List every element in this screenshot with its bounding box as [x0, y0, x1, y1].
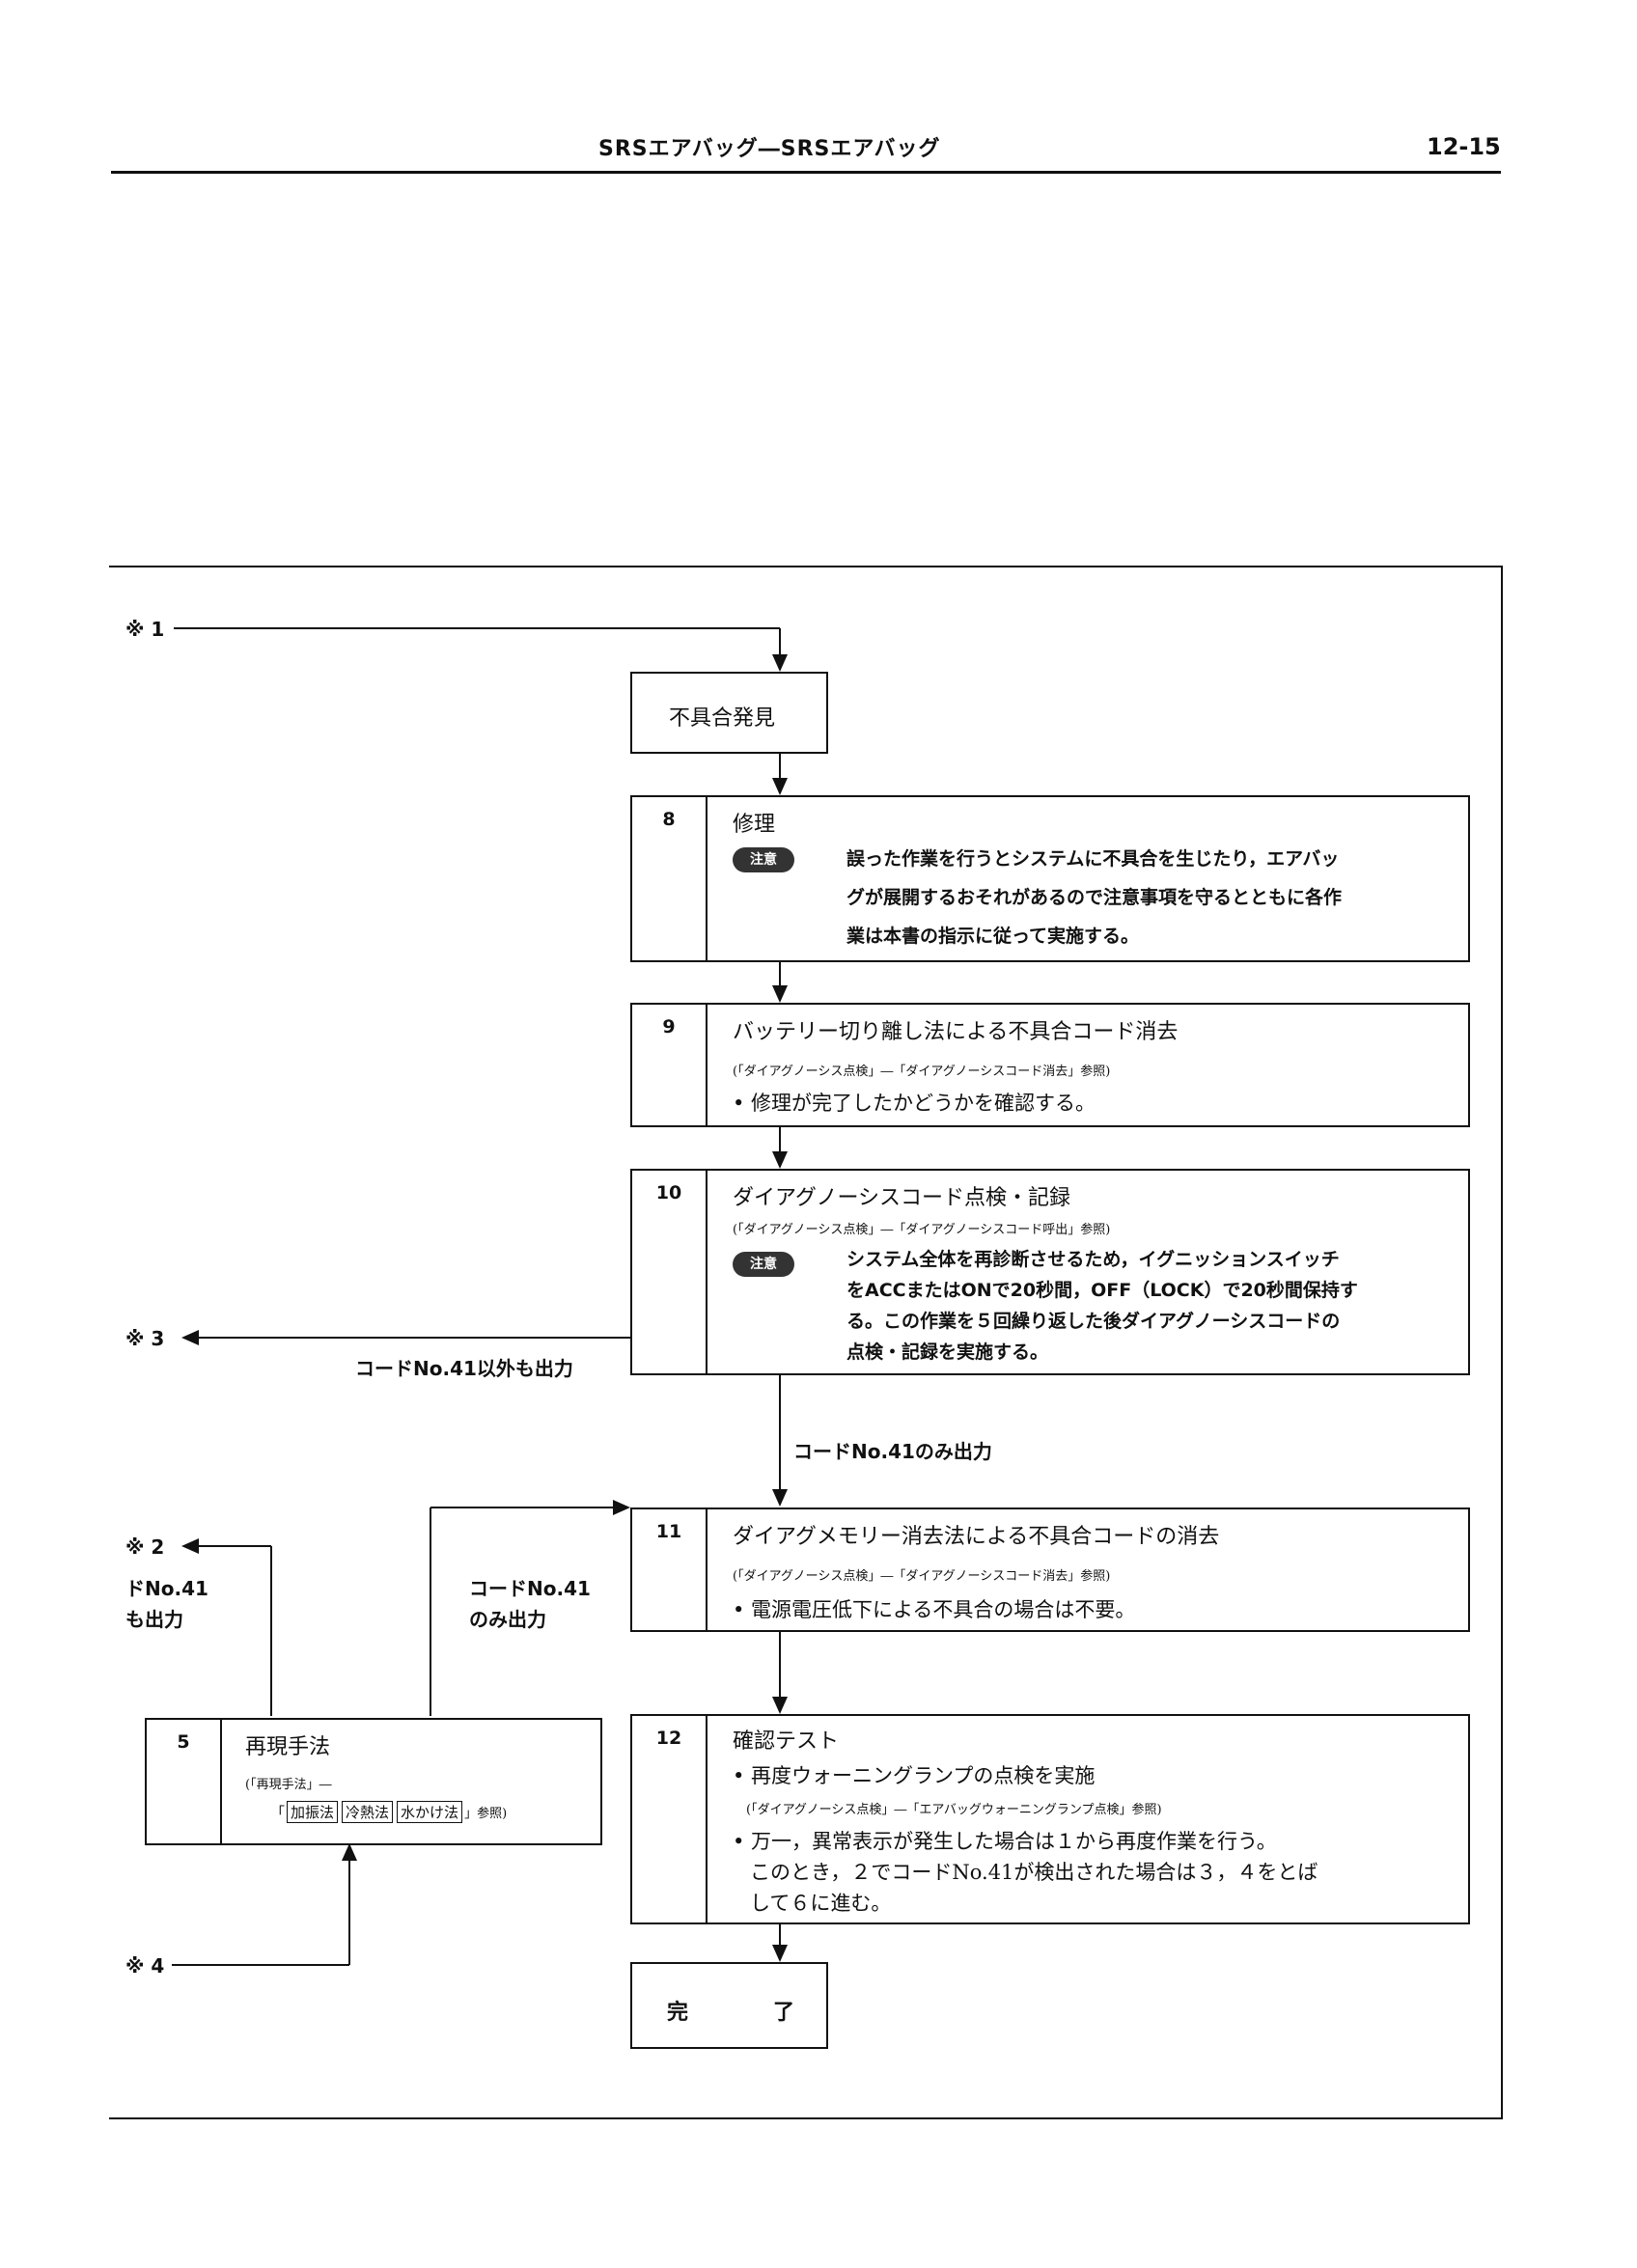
step-10-reference: (「ダイアグノーシス点検」―「ダイアグノーシスコード呼出」参照) — [733, 1223, 1111, 1237]
step-10-note-line: る。この作業を５回繰り返した後ダイアグノーシスコードの — [846, 1311, 1341, 1332]
step-12-title: 確認テスト — [733, 1729, 840, 1754]
label-left-41-line1: ドNo.41 — [125, 1577, 208, 1600]
step-11-number-cell: 11 — [632, 1509, 708, 1630]
step-5-reference-end: 」参照) — [464, 1807, 508, 1821]
step-8-number-cell: 8 — [632, 797, 708, 960]
step-12-bullet-2-line: このとき，２でコードNo.41が検出された場合は３，４をとば — [750, 1861, 1318, 1884]
step-9-bullet: • 修理が完了したかどうかを確認する。 — [733, 1092, 1096, 1115]
step-5-bracket-open: 「 — [270, 1804, 286, 1821]
step-10-box: 10 ダイアグノーシスコード点検・記録 (「ダイアグノーシス点検」―「ダイアグノ… — [630, 1169, 1470, 1375]
step-10-note-line: をACCまたはONで20秒間，OFF（LOCK）で20秒間保持す — [846, 1280, 1358, 1301]
defect-found-label: 不具合発見 — [669, 706, 776, 731]
step-8-box: 8 修理 注意 誤った作業を行うとシステムに不具合を生じたり，エアバッ グが展開… — [630, 795, 1470, 962]
step-9-reference: (「ダイアグノーシス点検」―「ダイアグノーシスコード消去」参照) — [733, 1065, 1111, 1079]
header-rule — [111, 171, 1501, 174]
step-10-number-cell: 10 — [632, 1171, 708, 1373]
step-5-number-cell: 5 — [147, 1720, 222, 1843]
step-11-box: 11 ダイアグメモリー消去法による不具合コードの消去 (「ダイアグノーシス点検」… — [630, 1507, 1470, 1632]
step-9-title: バッテリー切り離し法による不具合コード消去 — [733, 1020, 1179, 1044]
step-5-box: 5 再現手法 (「再現手法」― 「加振法冷熱法水かけ法」参照) — [145, 1718, 602, 1845]
step-12-bullet-1: • 再度ウォーニングランプの点検を実施 — [733, 1764, 1096, 1787]
step-12-bullet-2-line: • 万一，異常表示が発生した場合は１から再度作業を行う。 — [733, 1830, 1277, 1853]
step-8-number: 8 — [662, 809, 676, 830]
label-left-41-line2: も出力 — [125, 1608, 183, 1631]
step-10-number: 10 — [655, 1182, 682, 1203]
step-5-number: 5 — [177, 1731, 190, 1753]
step-11-reference: (「ダイアグノーシス点検」―「ダイアグノーシスコード消去」参照) — [733, 1569, 1111, 1584]
step-5-reference: (「再現手法」― — [245, 1778, 332, 1792]
step-5-methods: 「加振法冷熱法水かけ法」参照) — [270, 1801, 507, 1823]
defect-found-box: 不具合発見 — [630, 672, 828, 754]
step-11-title: ダイアグメモリー消去法による不具合コードの消去 — [733, 1525, 1220, 1549]
label-mid-41-line2: のみ出力 — [469, 1608, 546, 1631]
step-11-bullet: • 電源電圧低下による不具合の場合は不要。 — [733, 1598, 1136, 1621]
step-9-box: 9 バッテリー切り離し法による不具合コード消去 (「ダイアグノーシス点検」―「ダ… — [630, 1003, 1470, 1127]
label-mid-41-line1: コードNo.41 — [469, 1577, 591, 1600]
step-8-title: 修理 — [733, 813, 776, 837]
step-12-number-cell: 12 — [632, 1716, 708, 1922]
complete-box: 完 了 — [630, 1962, 828, 2049]
label-only-41: コードNo.41のみ出力 — [793, 1440, 992, 1463]
page-number: 12-15 — [1427, 133, 1501, 160]
step-8-note-line: グが展開するおそれがあるので注意事項を守るとともに各作 — [846, 887, 1343, 908]
ref-mark-3: ※ 3 — [125, 1327, 165, 1350]
step-12-reference: (「ダイアグノーシス点検」―「エアバッグウォーニングランプ点検」参照) — [746, 1803, 1162, 1817]
step-8-note-line: 誤った作業を行うとシステムに不具合を生じたり，エアバッ — [846, 848, 1340, 870]
method-tag: 水かけ法 — [397, 1801, 463, 1823]
step-12-number: 12 — [655, 1728, 682, 1749]
complete-label-1: 完 — [667, 2001, 689, 2025]
label-other-than-41: コードNo.41以外も出力 — [355, 1357, 573, 1380]
caution-badge: 注意 — [733, 847, 794, 872]
ref-mark-2: ※ 2 — [125, 1535, 165, 1559]
step-12-bullet-2-line: して６に進む。 — [750, 1892, 892, 1915]
frame-top-rule — [109, 566, 1503, 567]
flowchart-frame — [109, 566, 1503, 2119]
step-11-number: 11 — [655, 1521, 682, 1542]
complete-label-2: 了 — [773, 2001, 795, 2025]
step-10-title: ダイアグノーシスコード点検・記録 — [733, 1186, 1071, 1210]
ref-mark-4: ※ 4 — [125, 1954, 165, 1978]
step-9-number: 9 — [662, 1016, 676, 1037]
method-tag: 冷熱法 — [342, 1801, 394, 1823]
step-5-title: 再現手法 — [245, 1735, 331, 1759]
method-tag: 加振法 — [287, 1801, 339, 1823]
frame-bottom-rule — [109, 2117, 1503, 2119]
step-10-note-line: システム全体を再診断させるため，イグニッションスイッチ — [846, 1249, 1340, 1270]
step-12-box: 12 確認テスト • 再度ウォーニングランプの点検を実施 (「ダイアグノーシス点… — [630, 1714, 1470, 1924]
step-9-number-cell: 9 — [632, 1005, 708, 1125]
ref-mark-1: ※ 1 — [125, 618, 165, 641]
step-8-note-line: 業は本書の指示に従って実施する。 — [846, 926, 1140, 947]
page-header-title: SRSエアバッグ―SRSエアバッグ — [598, 137, 941, 161]
caution-badge: 注意 — [733, 1252, 794, 1277]
step-10-note-line: 点検・記録を実施する。 — [846, 1341, 1049, 1363]
